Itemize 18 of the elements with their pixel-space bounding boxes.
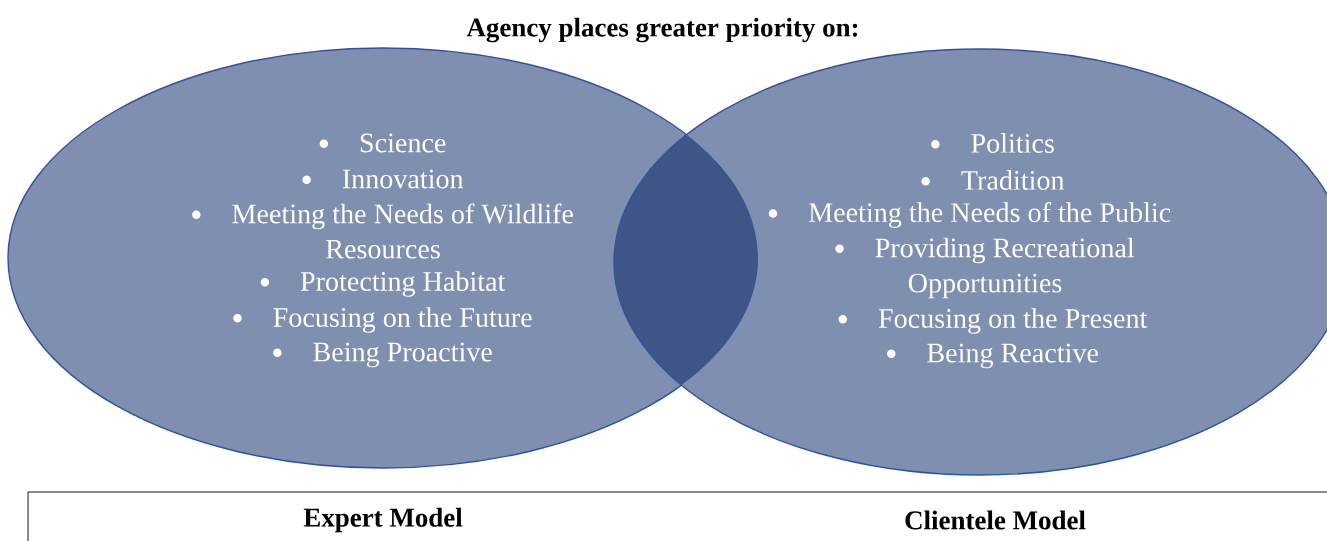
ellipse (613, 48, 1327, 476)
list-item: Meeting the Needs of the Public (768, 202, 1171, 228)
list-item: Being Proactive (273, 342, 492, 368)
list-item: Science (319, 133, 446, 153)
list-item: Focusing on the Present (838, 308, 1148, 334)
label-box (27, 491, 1327, 541)
list-item: Tradition (921, 170, 1065, 190)
list-item: Focusing on the Future (233, 307, 532, 333)
list-item: Providing Recreational Opportunities (835, 237, 1135, 299)
list-item: Being Reactive (887, 343, 1098, 369)
list-item: Protecting Habitat (260, 271, 506, 297)
model-label: Expert Model (303, 507, 463, 533)
list-item: Meeting the Needs of Wildlife Resources (192, 203, 573, 259)
overlap-region (614, 135, 758, 386)
model-label: Clientele Model (905, 510, 1086, 530)
list-item: Innovation (302, 169, 464, 189)
list-item: Politics (931, 133, 1054, 153)
title: Agency places greater priority on: (466, 17, 858, 43)
